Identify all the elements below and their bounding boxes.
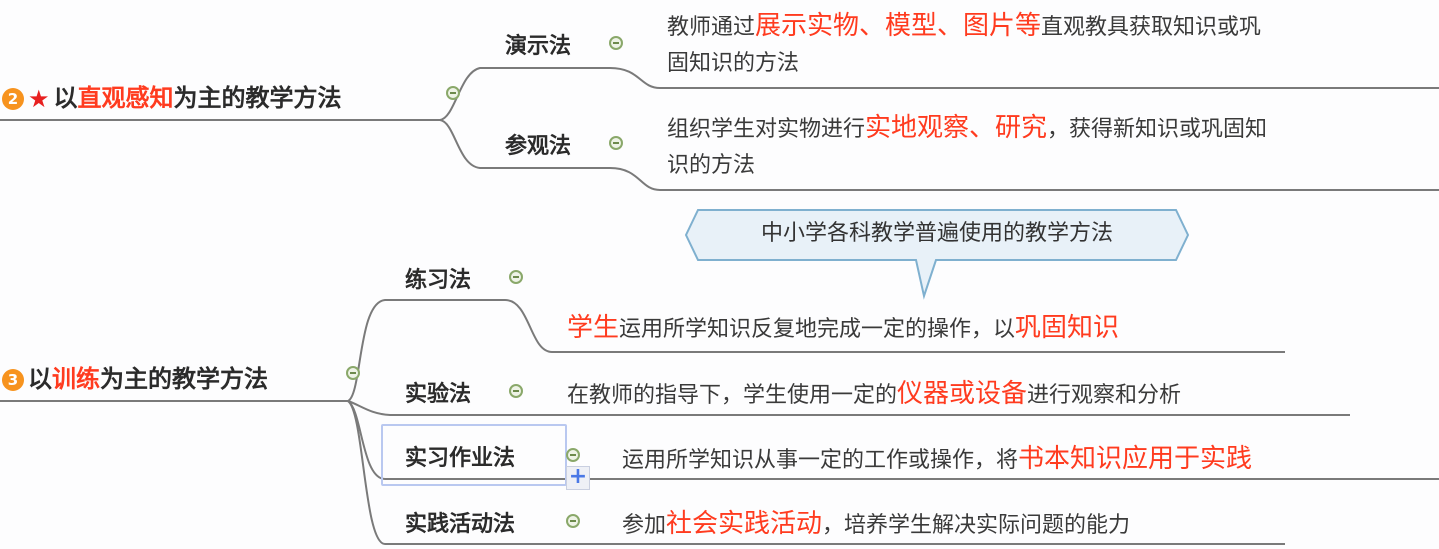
topic-prefix: 以 — [28, 365, 52, 393]
subtopic-experiment[interactable]: 实验法 — [405, 382, 472, 407]
subtopic-practical-activity[interactable]: 实践活动法 — [405, 512, 516, 537]
detail-highlight: 巩固知识 — [1015, 313, 1120, 343]
detail-text: 直观教具获取知识或巩 — [1041, 15, 1262, 40]
detail-text: ，培养学生解决实际问题的能力 — [822, 513, 1131, 538]
callout-note[interactable]: 中小学各科教学普遍使用的教学方法 — [684, 208, 1190, 300]
detail-highlight: 实地观察、研究 — [865, 113, 1048, 143]
detail-text: 参加 — [622, 513, 667, 538]
subtopic-practice[interactable]: 练习法 — [405, 268, 472, 293]
detail-highlight: 社会实践活动 — [666, 509, 823, 539]
detail-highlight: 学生 — [567, 313, 620, 343]
detail-highlight: 仪器或设备 — [897, 379, 1028, 409]
detail-experiment: 在教师的指导下，学生使用一定的仪器或设备进行观察和分析 — [567, 376, 1181, 414]
detail-text: 运用所学知识从事一定的工作或操作，将 — [622, 448, 1019, 473]
priority-2-badge: 2 — [2, 88, 24, 110]
star-icon: ★ — [28, 85, 50, 113]
collapse-icon[interactable] — [509, 270, 523, 284]
detail-text: ，获得新知识或巩固知 — [1047, 117, 1268, 142]
callout-shape — [684, 209, 1190, 300]
topic-suffix: 为主的教学方法 — [100, 365, 268, 393]
subtopic-internship-assignment[interactable]: 实习作业法 — [405, 446, 516, 471]
subtopic-demonstration[interactable]: 演示法 — [505, 34, 572, 59]
detail-text: 组织学生对实物进行 — [667, 117, 866, 142]
topic-suffix: 为主的教学方法 — [173, 84, 342, 112]
collapse-icon[interactable] — [346, 366, 360, 380]
collapse-icon[interactable] — [446, 86, 460, 100]
collapse-icon[interactable] — [609, 136, 623, 150]
topic-intuitive-perception[interactable]: 2★以直观感知为主的教学方法 — [2, 78, 342, 113]
detail-highlight: 书本知识应用于实践 — [1018, 444, 1253, 474]
detail-text: 教师通过 — [667, 15, 756, 40]
topic-highlight: 训练 — [52, 365, 100, 393]
detail-text-line2: 识的方法 — [667, 153, 756, 178]
add-topic-button[interactable]: + — [566, 466, 590, 490]
detail-text: 在教师的指导下，学生使用一定的 — [567, 383, 898, 408]
callout-text: 中小学各科教学普遍使用的教学方法 — [760, 221, 1113, 246]
subtopic-field-visit[interactable]: 参观法 — [505, 134, 572, 159]
priority-3-badge: 3 — [2, 369, 24, 391]
collapse-icon[interactable] — [609, 36, 623, 50]
detail-text: 运用所学知识反复地完成一定的操作，以 — [619, 317, 1016, 342]
detail-internship-assignment: 运用所学知识从事一定的工作或操作，将书本知识应用于实践 — [622, 441, 1252, 479]
detail-practice: 学生运用所学知识反复地完成一定的操作，以巩固知识 — [567, 310, 1119, 348]
topic-highlight: 直观感知 — [77, 84, 174, 112]
detail-field-visit: 组织学生对实物进行实地观察、研究，获得新知识或巩固知 识的方法 — [667, 110, 1267, 184]
detail-demonstration: 教师通过展示实物、模型、图片等直观教具获取知识或巩 固知识的方法 — [667, 8, 1261, 82]
detail-text: 进行观察和分析 — [1027, 383, 1182, 408]
detail-highlight: 展示实物、模型、图片等 — [755, 11, 1042, 41]
collapse-icon[interactable] — [566, 514, 580, 528]
collapse-icon[interactable] — [566, 448, 580, 462]
collapse-icon[interactable] — [509, 384, 523, 398]
detail-text-line2: 固知识的方法 — [667, 51, 800, 76]
detail-practical-activity: 参加社会实践活动，培养学生解决实际问题的能力 — [622, 506, 1130, 544]
topic-prefix: 以 — [53, 84, 78, 112]
